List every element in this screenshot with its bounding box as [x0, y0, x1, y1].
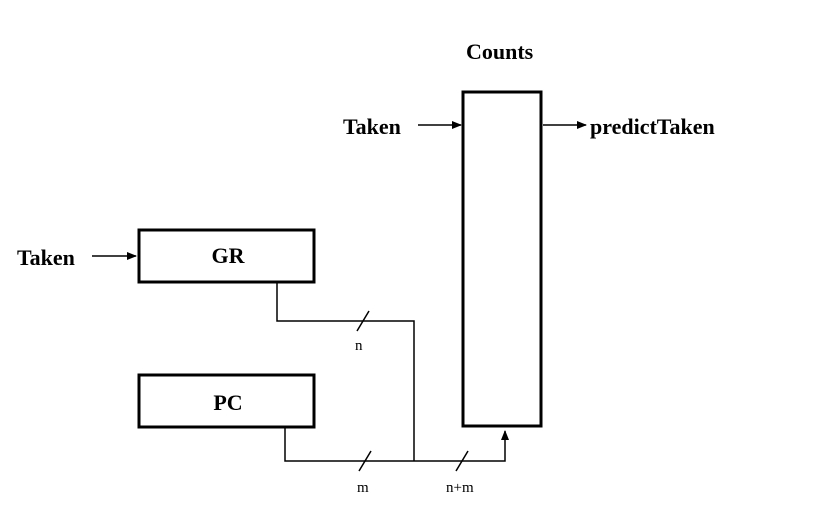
pc-label: PC	[213, 390, 243, 415]
gr-taken-label: Taken	[17, 245, 75, 270]
pc-bus	[284, 428, 414, 462]
combined-bus	[414, 430, 509, 462]
counts-table	[461, 90, 543, 428]
pc-register	[137, 373, 316, 429]
combined-bus-width-label: n+m	[446, 480, 474, 496]
gr-bus	[276, 283, 415, 461]
predict-taken-label: predictTaken	[590, 114, 715, 139]
gr-register	[137, 228, 316, 284]
counts-title: Counts	[466, 39, 534, 64]
counts-taken-label: Taken	[343, 114, 401, 139]
pc-bus-slash	[358, 450, 372, 472]
gr-bus-slash	[356, 310, 370, 332]
gr-label: GR	[211, 243, 245, 268]
gr-bus-width-label: n	[355, 338, 363, 354]
pc-bus-width-label: m	[357, 480, 369, 496]
combined-bus-slash	[455, 450, 469, 472]
